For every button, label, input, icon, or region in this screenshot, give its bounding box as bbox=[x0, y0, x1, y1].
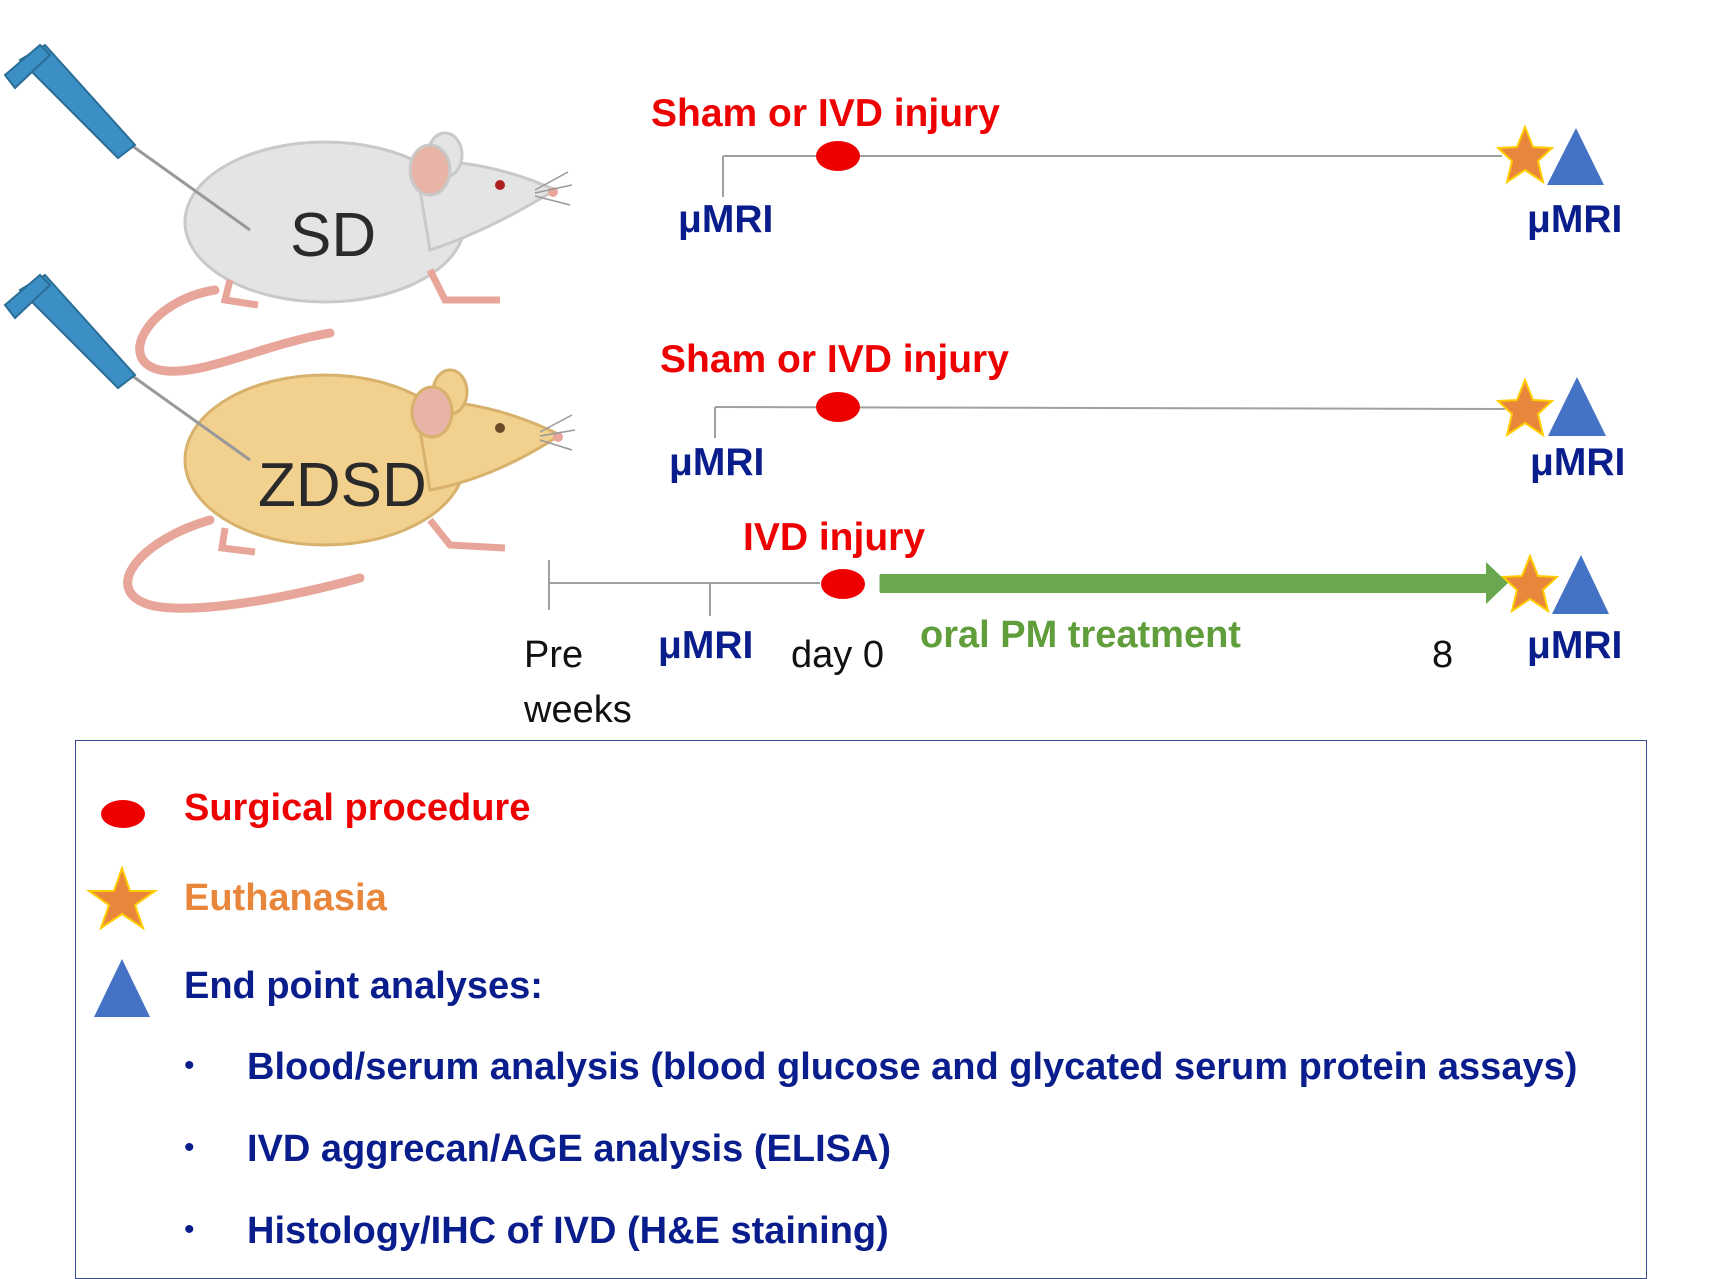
sd-euthanasia-star-icon bbox=[1495, 124, 1555, 185]
legend-endpoint-label: End point analyses: bbox=[184, 965, 543, 1007]
legend-box: Surgical procedure Euthanasia End point … bbox=[75, 740, 1647, 1279]
pm-treatment-arrowhead bbox=[1486, 562, 1508, 604]
sd-label: SD bbox=[290, 201, 377, 270]
pre-label: Pre bbox=[524, 634, 584, 676]
zdsd-sham-event-label: Sham or IVD injury bbox=[660, 338, 1009, 381]
timeline-sd bbox=[722, 124, 1604, 197]
timelines-graphic bbox=[548, 124, 1609, 616]
zdsd-pm-euthanasia-star-icon bbox=[1500, 553, 1560, 614]
zdsd-pm-end-mri-label: μMRI bbox=[1527, 624, 1623, 667]
zdsd-needle-icon bbox=[3, 273, 251, 462]
sd-surgery-marker bbox=[816, 141, 860, 171]
sd-rat-icon bbox=[135, 131, 573, 376]
analysis-item-elisa: IVD aggrecan/AGE analysis (ELISA) bbox=[247, 1128, 892, 1170]
animals-illustration bbox=[3, 43, 576, 613]
zdsd-sham-surgery-marker bbox=[816, 392, 860, 422]
treatment-label: oral PM treatment bbox=[920, 614, 1241, 656]
sd-start-mri-label: μMRI bbox=[678, 198, 774, 241]
zdsd-sham-end-mri-label: μMRI bbox=[1530, 441, 1626, 484]
legend-symbols bbox=[85, 800, 159, 1017]
sd-event-label: Sham or IVD injury bbox=[651, 92, 1000, 135]
zdsd-rat-icon bbox=[123, 368, 576, 613]
legend-surgical-label: Surgical procedure bbox=[184, 787, 531, 829]
zdsd-pm-start-mri-label: μMRI bbox=[658, 624, 754, 667]
week-8-label: 8 bbox=[1432, 634, 1454, 676]
zdsd-sham-start-mri-label: μMRI bbox=[669, 441, 765, 484]
analysis-item-blood: Blood/serum analysis (blood glucose and … bbox=[247, 1046, 1578, 1088]
sd-endpoint-triangle-icon bbox=[1547, 128, 1604, 185]
legend-surgical-ellipse-icon bbox=[101, 800, 145, 828]
timeline-zdsd-pm bbox=[548, 553, 1609, 616]
day0-label: day 0 bbox=[791, 634, 884, 676]
analysis-bullet: • bbox=[184, 1131, 195, 1164]
pm-treatment-arrow-shaft bbox=[880, 574, 1488, 593]
zdsd-pm-endpoint-triangle-icon bbox=[1552, 555, 1609, 614]
sd-end-mri-label: μMRI bbox=[1527, 198, 1623, 241]
zdsd-pm-event-label: IVD injury bbox=[743, 516, 926, 559]
timeline-zdsd-sham bbox=[714, 377, 1606, 438]
legend-endpoint-triangle-icon bbox=[94, 959, 150, 1017]
weeks-label: weeks bbox=[524, 689, 632, 731]
zdsd-sham-euthanasia-star-icon bbox=[1495, 377, 1555, 438]
zdsd-pm-surgery-marker bbox=[821, 569, 865, 599]
analysis-bullet: • bbox=[184, 1213, 195, 1246]
zdsd-label: ZDSD bbox=[258, 451, 427, 520]
analysis-item-histology: Histology/IHC of IVD (H&E staining) bbox=[247, 1210, 889, 1252]
legend-euthanasia-star-icon bbox=[85, 864, 159, 931]
analysis-bullet: • bbox=[184, 1049, 195, 1082]
zdsd-sham-endpoint-triangle-icon bbox=[1548, 377, 1606, 436]
legend-euthanasia-label: Euthanasia bbox=[184, 877, 387, 919]
sd-needle-icon bbox=[3, 43, 251, 232]
